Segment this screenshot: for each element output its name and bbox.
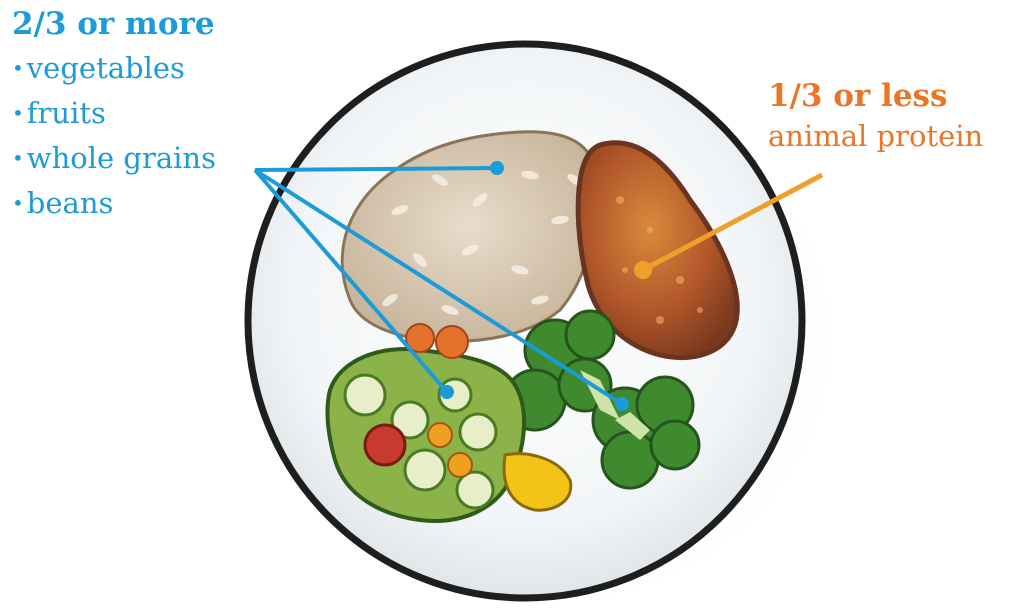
list-item-label: whole grains bbox=[27, 141, 216, 175]
list-item-label: fruits bbox=[27, 96, 106, 130]
protein-subtitle: animal protein bbox=[768, 116, 983, 156]
pointer-dot-vegetables bbox=[440, 385, 454, 399]
bullet: • bbox=[12, 146, 24, 170]
bullet: • bbox=[12, 56, 24, 80]
bullet: • bbox=[12, 101, 24, 125]
bullet: • bbox=[12, 191, 24, 215]
pointer-dot-rice bbox=[490, 161, 504, 175]
tomato-slice bbox=[365, 425, 405, 465]
list-item-label: beans bbox=[27, 186, 114, 220]
list-item: •beans bbox=[12, 181, 216, 226]
list-item: •whole grains bbox=[12, 136, 216, 181]
plant-foods-list: •vegetables •fruits •whole grains •beans bbox=[12, 46, 216, 226]
protein-heading: 1/3 or less bbox=[768, 76, 983, 116]
plant-heading: 2/3 or more bbox=[12, 2, 216, 46]
list-item: •vegetables bbox=[12, 46, 216, 91]
pointer-dot-chicken bbox=[634, 261, 652, 279]
protein-label: 1/3 or less animal protein bbox=[768, 76, 983, 156]
pointer-dot-broccoli bbox=[615, 397, 629, 411]
list-item: •fruits bbox=[12, 91, 216, 136]
list-item-label: vegetables bbox=[27, 51, 185, 85]
plant-foods-label: 2/3 or more •vegetables •fruits •whole g… bbox=[12, 2, 216, 226]
